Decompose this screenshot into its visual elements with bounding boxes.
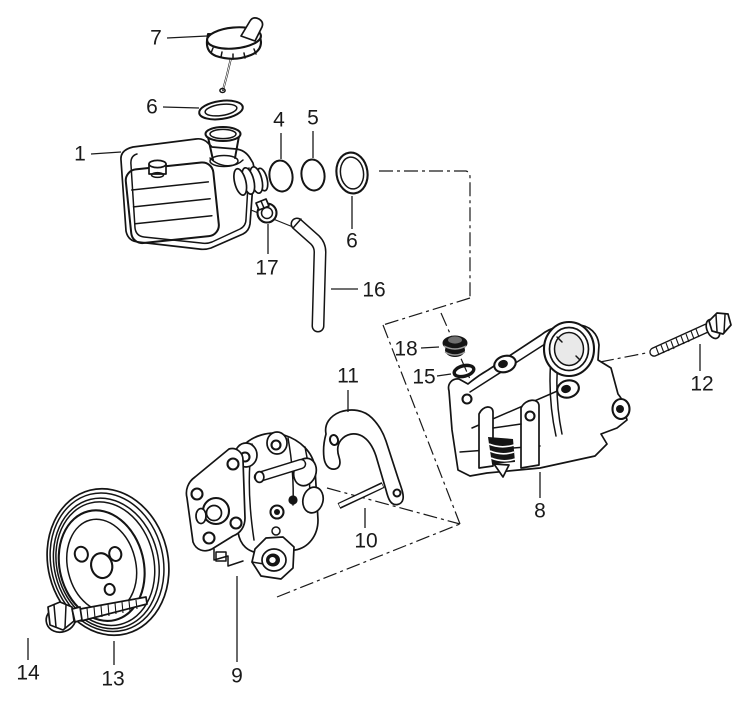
part-o-ring xyxy=(300,158,326,192)
part-sealing-plug xyxy=(442,335,468,357)
callout-10: 10 xyxy=(354,530,377,553)
callout-14: 14 xyxy=(16,662,40,685)
callout-17: 17 xyxy=(255,257,278,280)
part-filler-cap xyxy=(205,17,264,94)
callout-leaders xyxy=(27,35,701,665)
part-short-bolt xyxy=(45,596,148,634)
callout-5: 5 xyxy=(307,107,319,130)
part-pin xyxy=(337,482,385,509)
callout-6a: 6 xyxy=(146,96,158,119)
callout-16: 16 xyxy=(362,279,385,302)
callout-11: 11 xyxy=(337,365,359,388)
callout-8: 8 xyxy=(534,500,546,523)
part-fluid-reservoir xyxy=(120,125,269,251)
part-support-bracket xyxy=(447,320,631,478)
callout-numbers: 1 4 5 6 6 7 8 9 10 11 12 13 14 15 16 17 … xyxy=(16,27,713,691)
part-pump xyxy=(185,431,325,580)
callout-15: 15 xyxy=(412,366,435,389)
callout-9: 9 xyxy=(231,665,243,688)
callout-7: 7 xyxy=(150,27,162,50)
callout-6b: 6 xyxy=(346,230,358,253)
part-o-ring-small xyxy=(268,159,294,193)
part-retaining-fork xyxy=(322,409,405,506)
callout-12: 12 xyxy=(690,373,713,396)
part-long-bolt xyxy=(649,312,732,357)
callout-1: 1 xyxy=(74,143,86,166)
callout-4: 4 xyxy=(273,109,285,132)
callout-18: 18 xyxy=(394,338,417,361)
callout-13: 13 xyxy=(101,668,124,691)
part-hose xyxy=(290,217,327,333)
part-o-ring-plug xyxy=(452,363,476,379)
part-sealing-ring-outlet xyxy=(335,151,369,195)
part-sealing-ring-cap xyxy=(198,99,244,121)
part-hose-clamp xyxy=(255,198,278,224)
